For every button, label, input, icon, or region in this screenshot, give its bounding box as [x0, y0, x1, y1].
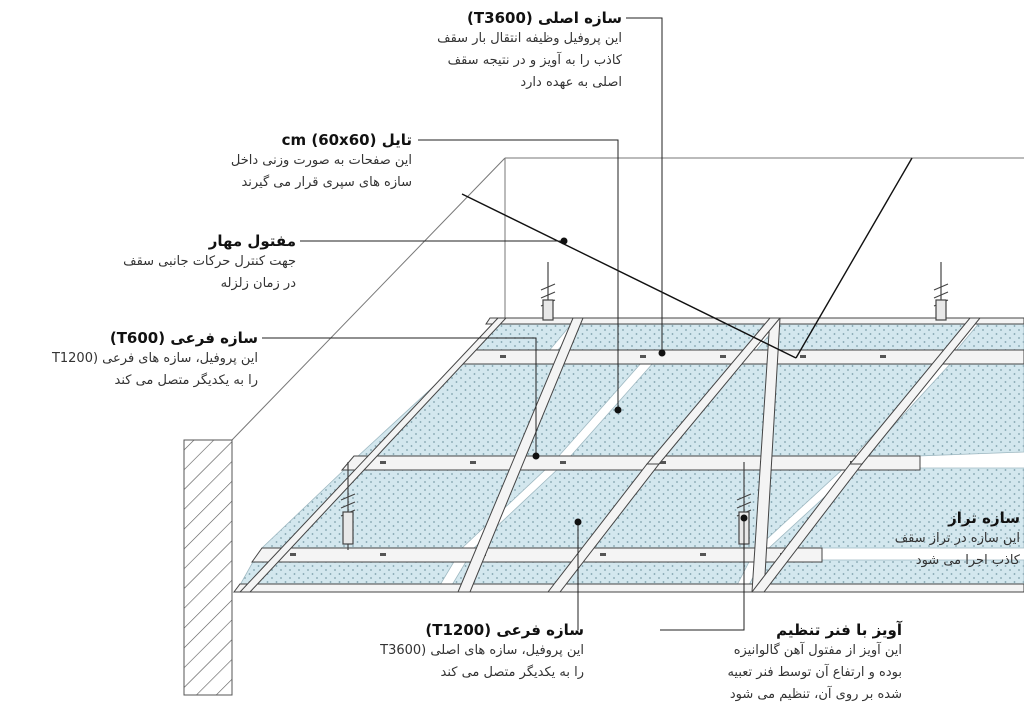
leader-lines [262, 17, 745, 631]
cross-tee-1200-line-1: این پروفیل، سازه های اصلی (T3600 [380, 643, 584, 658]
main-runner-label: سازه اصلی (T3600) این پروفیل وظیفه انتقا… [437, 8, 622, 94]
main-runner-line-1: این پروفیل وظیفه انتقال بار سقف [437, 31, 622, 46]
tile-label: تایل (60x60) cm این صفحات به صورت وزنی د… [231, 130, 412, 194]
bracing-wire-line-2: در زمان زلزله [220, 276, 296, 291]
wall-angle-line-1: این سازه در تراز سقف [894, 531, 1020, 546]
spring-hanger-line-3: شده بر روی آن، تنظیم می شود [729, 687, 902, 702]
main-runner-line-2: کاذب را به آویز و در نتیجه سقف [447, 53, 622, 68]
cross-tee-600-label: سازه فرعی (T600) این پروفیل، سازه های فر… [52, 328, 258, 392]
spring-hanger-title: آویز با فنر تنظیم [776, 621, 902, 639]
cross-tee-1200-label: سازه فرعی (T1200) این پروفیل، سازه های ا… [380, 620, 584, 684]
spring-hanger-line-1: این آویز از مفتول آهن گالوانیزه [733, 643, 902, 658]
cross-tee-1200-line-2: را به یکدیگر متصل می کند [440, 665, 584, 680]
ceiling-tiles [239, 321, 1024, 586]
main-runner-line-3: اصلی به عهده دارد [520, 75, 622, 90]
main-runners [233, 317, 1024, 593]
cross-tee-600-line-1: این پروفیل، سازه های فرعی (T1200 [51, 351, 258, 366]
tile-line-1: این صفحات به صورت وزنی داخل [230, 153, 412, 168]
wall [183, 439, 233, 696]
tile-title: تایل (60x60) cm [281, 131, 412, 149]
cross-tee-600-title: سازه فرعی (T600) [109, 329, 258, 347]
cross-tee-600-line-2: را به یکدیگر متصل می کند [114, 373, 258, 388]
bracing-wire-label: مفتول مهار جهت کنترل حرکات جانبی سقف در … [123, 231, 296, 295]
spring-hanger-label: آویز با فنر تنظیم این آویز از مفتول آهن … [727, 620, 902, 706]
bracing-wire [461, 157, 913, 359]
wall-angle-line-2: کاذب اجرا می شود [915, 553, 1020, 568]
bracing-wire-title: مفتول مهار [208, 232, 296, 250]
wall-angle-title: سازه تراز [948, 509, 1020, 527]
room-outline [231, 157, 1024, 441]
wall-angle-label: سازه تراز این سازه در تراز سقف کاذب اجرا… [895, 508, 1020, 572]
cross-tees [238, 317, 982, 593]
spring-hanger-line-2: بوده و ارتفاع آن توسط فنر تعبیه [727, 665, 902, 680]
main-runner-title: سازه اصلی (T3600) [467, 9, 622, 27]
tile-line-2: سازه های سپری قرار می گیرند [241, 175, 412, 190]
leader-dots [532, 237, 748, 526]
cross-tee-1200-title: سازه فرعی (T1200) [425, 621, 584, 639]
bracing-wire-line-1: جهت کنترل حرکات جانبی سقف [123, 254, 296, 269]
